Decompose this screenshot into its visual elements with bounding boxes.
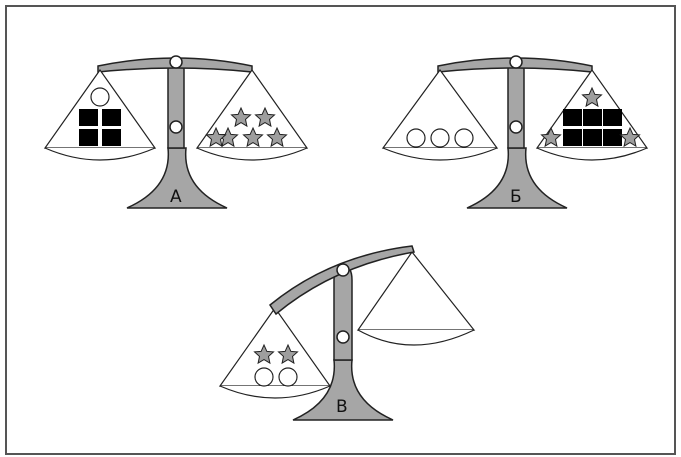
square-weight bbox=[583, 129, 602, 146]
scale-b: Б bbox=[381, 55, 649, 209]
scale-b-base bbox=[466, 147, 568, 209]
square-weight bbox=[102, 109, 121, 126]
circle-weight bbox=[278, 367, 298, 387]
scale-c-right-pan bbox=[356, 250, 476, 346]
circle-weight bbox=[90, 87, 110, 107]
scale-a-top-pivot bbox=[169, 55, 183, 69]
scale-c-lower-pivot bbox=[336, 330, 350, 344]
scale-b-right-pan bbox=[535, 68, 649, 161]
square-weight bbox=[79, 129, 98, 146]
circle-weight bbox=[430, 128, 450, 148]
scale-b-lower-pivot bbox=[509, 120, 523, 134]
scale-a: А bbox=[43, 55, 309, 209]
scale-c-label: В bbox=[336, 397, 348, 417]
square-weight bbox=[563, 109, 582, 126]
scale-a-lower-pivot bbox=[169, 120, 183, 134]
scale-a-column bbox=[167, 57, 185, 149]
square-weight bbox=[102, 129, 121, 146]
scale-b-column bbox=[507, 57, 525, 149]
square-weight bbox=[603, 129, 622, 146]
square-weight bbox=[583, 109, 602, 126]
scale-c-left-pan bbox=[218, 306, 332, 399]
scale-c: В bbox=[218, 245, 476, 421]
scale-a-left-pan bbox=[43, 68, 157, 161]
scale-a-base bbox=[126, 147, 228, 209]
square-weight bbox=[603, 109, 622, 126]
scale-c-column bbox=[333, 265, 353, 361]
scale-b-top-pivot bbox=[509, 55, 523, 69]
scale-c-beam bbox=[268, 245, 415, 316]
scale-c-top-pivot bbox=[336, 263, 350, 277]
square-weight bbox=[79, 109, 98, 126]
circle-weight bbox=[454, 128, 474, 148]
scale-a-right-pan bbox=[195, 68, 309, 161]
scale-b-label: Б bbox=[510, 187, 522, 207]
circle-weight bbox=[406, 128, 426, 148]
square-weight bbox=[563, 129, 582, 146]
scale-a-label: А bbox=[170, 187, 182, 207]
scale-b-left-pan bbox=[381, 68, 499, 161]
figure-frame bbox=[5, 5, 676, 455]
circle-weight bbox=[254, 367, 274, 387]
